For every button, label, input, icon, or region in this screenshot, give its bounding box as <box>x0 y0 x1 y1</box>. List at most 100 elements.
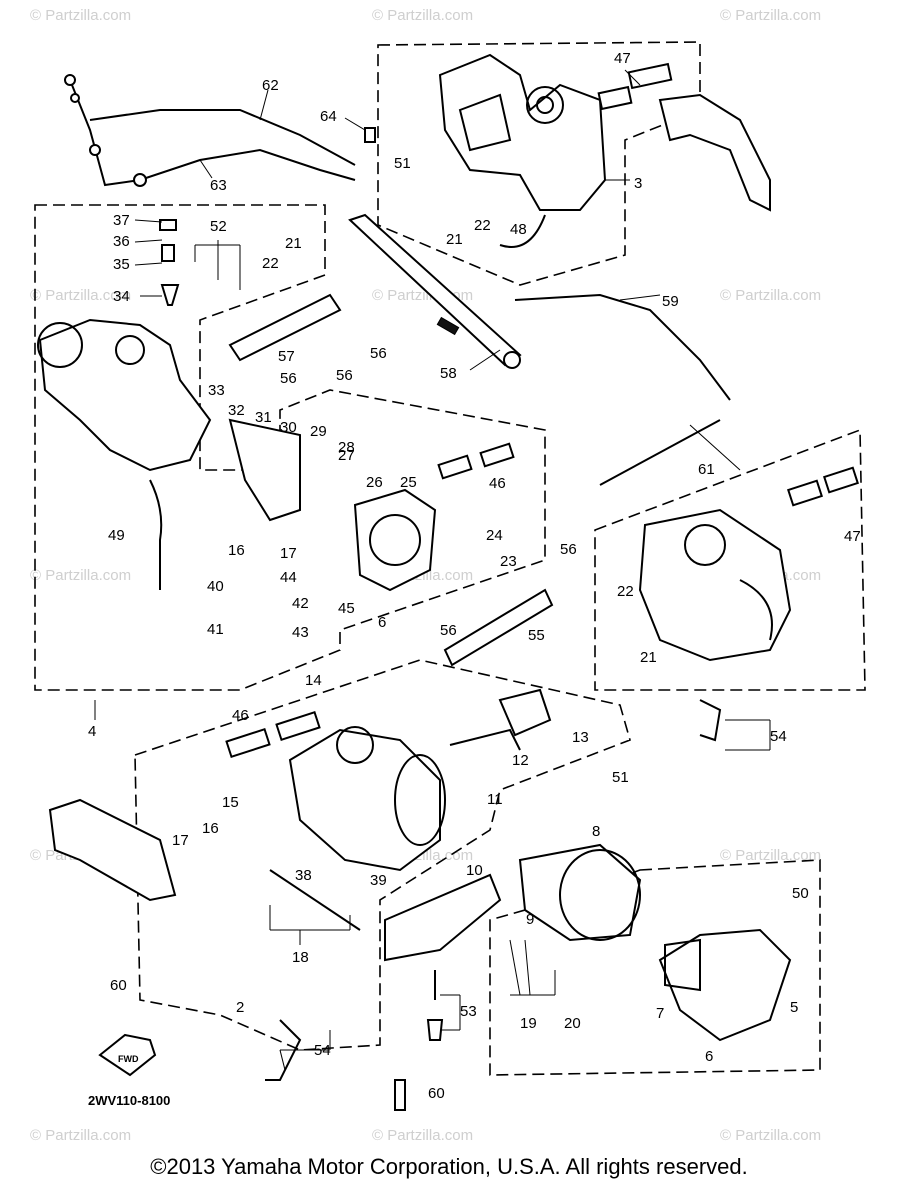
callout-28: 28 <box>338 439 355 456</box>
callout-24: 24 <box>486 527 503 544</box>
callout-19: 19 <box>520 1015 537 1032</box>
callout-26: 26 <box>366 474 383 491</box>
callout-8: 8 <box>592 823 600 840</box>
callout-29: 29 <box>310 423 327 440</box>
callout-30: 30 <box>280 419 297 436</box>
callout-61: 61 <box>698 461 715 478</box>
assembly-outline-3 <box>377 41 701 286</box>
callout-37: 37 <box>113 212 130 229</box>
callout-21c: 21 <box>640 649 657 666</box>
watermark: © Partzilla.com <box>720 287 821 304</box>
callout-56b: 56 <box>280 370 297 387</box>
carburetor-left <box>37 219 515 592</box>
callout-41: 41 <box>207 621 224 638</box>
callout-59: 59 <box>662 293 679 310</box>
callout-56e: 56 <box>440 622 457 639</box>
callout-47: 47 <box>614 50 631 67</box>
callout-39: 39 <box>370 872 387 889</box>
assembly-outlines <box>34 41 866 1076</box>
callout-46: 46 <box>489 475 506 492</box>
carburetor-top <box>438 53 771 248</box>
callout-6: 6 <box>378 614 386 631</box>
callout-52: 52 <box>210 218 227 235</box>
callout-31: 31 <box>255 409 272 426</box>
callout-50: 50 <box>792 885 809 902</box>
callout-49: 49 <box>108 527 125 544</box>
callout-21b: 21 <box>446 231 463 248</box>
callout-7: 7 <box>656 1005 664 1022</box>
callout-33: 33 <box>208 382 225 399</box>
callout-20: 20 <box>564 1015 581 1032</box>
callout-57: 57 <box>278 348 295 365</box>
watermark: © Partzilla.com <box>720 847 821 864</box>
callout-53: 53 <box>460 1003 477 1020</box>
callout-55: 55 <box>528 627 545 644</box>
callout-48: 48 <box>510 221 527 238</box>
drawing-code: 2WV110-8100 <box>88 1093 170 1108</box>
callout-51b: 51 <box>612 769 629 786</box>
callout-63: 63 <box>210 177 227 194</box>
callout-10: 10 <box>466 862 483 879</box>
callout-27: 27 <box>338 447 355 464</box>
callout-60: 60 <box>110 977 127 994</box>
callout-56d: 56 <box>560 541 577 558</box>
watermark: © Partzilla.com <box>720 1127 821 1144</box>
callout-56c: 56 <box>336 367 353 384</box>
callout-56: 56 <box>370 345 387 362</box>
bolt-64 <box>344 117 376 143</box>
leader-lines <box>94 69 771 1071</box>
callout-47b: 47 <box>844 528 861 545</box>
assembly-outline-2 <box>134 659 631 1051</box>
callout-42: 42 <box>292 595 309 612</box>
callout-2: 2 <box>236 999 244 1016</box>
callout-45: 45 <box>338 600 355 617</box>
fwd-label: FWD <box>118 1054 139 1064</box>
hose-assembly <box>64 74 356 187</box>
callout-25: 25 <box>400 474 417 491</box>
callout-3: 3 <box>634 175 642 192</box>
linkage-rod <box>348 213 731 486</box>
callout-34: 34 <box>113 288 130 305</box>
callout-38: 38 <box>295 867 312 884</box>
callout-16: 16 <box>228 542 245 559</box>
callout-12: 12 <box>512 752 529 769</box>
callout-17: 17 <box>280 545 297 562</box>
callout-64: 64 <box>320 108 337 125</box>
callout-14: 14 <box>305 672 322 689</box>
callout-18: 18 <box>292 949 309 966</box>
callout-17b: 17 <box>172 832 189 849</box>
callout-40: 40 <box>207 578 224 595</box>
callout-21: 21 <box>285 235 302 252</box>
callout-43: 43 <box>292 624 309 641</box>
watermark: © Partzilla.com <box>30 7 131 24</box>
callout-22c: 22 <box>617 583 634 600</box>
callout-23: 23 <box>500 553 517 570</box>
assembly-outline-7 <box>489 859 821 1076</box>
callout-4: 4 <box>88 723 96 740</box>
carburetor-right <box>638 466 859 742</box>
callout-5: 5 <box>790 999 798 1016</box>
callout-35: 35 <box>113 256 130 273</box>
watermark: © Partzilla.com <box>372 7 473 24</box>
watermark: © Partzilla.com <box>30 1127 131 1144</box>
callout-44: 44 <box>280 569 297 586</box>
carburetor-bottom <box>48 688 792 1111</box>
callout-58: 58 <box>440 365 457 382</box>
watermark: © Partzilla.com <box>372 1127 473 1144</box>
watermark: © Partzilla.com <box>30 287 131 304</box>
assembly-outline-1-right <box>594 428 866 691</box>
callout-46b: 46 <box>232 707 249 724</box>
callout-6b: 6 <box>705 1048 713 1065</box>
watermark: © Partzilla.com <box>720 7 821 24</box>
callout-15: 15 <box>222 794 239 811</box>
callout-54: 54 <box>770 728 787 745</box>
callout-62: 62 <box>262 77 279 94</box>
callout-36: 36 <box>113 233 130 250</box>
callout-9: 9 <box>526 911 534 928</box>
callout-13: 13 <box>572 729 589 746</box>
watermark: © Partzilla.com <box>30 567 131 584</box>
rods <box>228 293 554 667</box>
callout-32: 32 <box>228 402 245 419</box>
fwd-arrow: FWD <box>98 1033 157 1077</box>
